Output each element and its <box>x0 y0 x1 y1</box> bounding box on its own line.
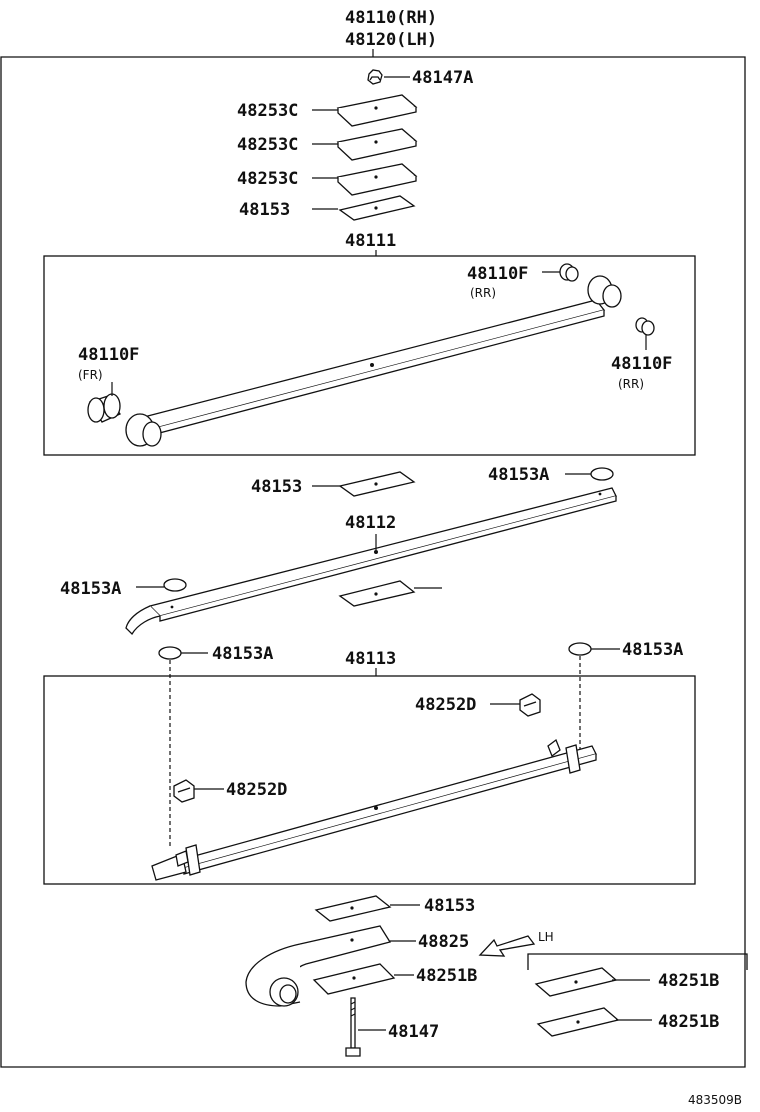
leaf-48112 <box>125 487 617 636</box>
label-48110-rh: 48110(RH) <box>345 8 437 28</box>
bolt-48147 <box>345 997 361 1057</box>
label-48253C-1: 48253C <box>237 101 298 121</box>
label-lh: LH <box>538 930 554 944</box>
label-48253C-2: 48253C <box>237 135 298 155</box>
label-48252D-left: 48252D <box>226 780 287 800</box>
label-48825: 48825 <box>418 932 469 952</box>
label-48110F-fr: 48110F <box>78 345 139 365</box>
pad-48153-1 <box>338 195 416 221</box>
label-48153A-1: 48153A <box>488 465 549 485</box>
label-48110F-rr-right: 48110F <box>611 354 672 374</box>
label-48113: 48113 <box>345 649 396 669</box>
pad-48253C-2 <box>336 128 418 161</box>
box-48113 <box>43 675 696 885</box>
pad-under-48112 <box>338 580 416 607</box>
bushing-48110F-rr-top <box>559 263 579 282</box>
button-48153A-3 <box>158 646 182 660</box>
pad-48153-2 <box>338 471 416 497</box>
outer-frame <box>0 56 746 1068</box>
label-48153-1: 48153 <box>239 200 290 220</box>
label-48147: 48147 <box>388 1022 439 1042</box>
label-48251B-lh-1: 48251B <box>658 971 719 991</box>
nut-48147A <box>367 69 383 85</box>
label-rr-top: (RR) <box>470 286 496 300</box>
pad-48153-3 <box>314 895 392 922</box>
label-48153A-3: 48153A <box>212 644 273 664</box>
label-48153-2: 48153 <box>251 477 302 497</box>
button-48153A-4 <box>568 642 592 656</box>
button-48153A-1 <box>590 467 614 481</box>
label-48253C-3: 48253C <box>237 169 298 189</box>
box-48111 <box>43 255 696 456</box>
label-48153A-4: 48153A <box>622 640 683 660</box>
button-48153A-2 <box>163 578 187 592</box>
label-48111: 48111 <box>345 231 396 251</box>
clip-48252D-left <box>173 779 195 803</box>
label-48252D-right: 48252D <box>415 695 476 715</box>
pad-48253C-3 <box>336 163 418 196</box>
figure-code: 483509B <box>688 1093 742 1107</box>
label-48153A-2: 48153A <box>60 579 121 599</box>
lh-arrow <box>478 935 536 957</box>
bushing-48110F-rr-right <box>635 317 655 336</box>
pad-48253C-1 <box>336 94 418 127</box>
label-48110F-rr-top: 48110F <box>467 264 528 284</box>
pad-48251B-lh-2 <box>536 1007 620 1037</box>
label-fr: (FR) <box>78 368 103 382</box>
leaf-48113 <box>151 738 597 881</box>
lh-bracket <box>527 953 748 970</box>
bushing-48110F-fr <box>87 393 121 423</box>
label-48112: 48112 <box>345 513 396 533</box>
label-48120-lh: 48120(LH) <box>345 30 437 50</box>
clip-48252D-right <box>519 693 541 717</box>
label-48153-3: 48153 <box>424 896 475 916</box>
label-48147A: 48147A <box>412 68 473 88</box>
main-leaf-48111 <box>125 275 622 447</box>
pad-48251B-main <box>312 963 396 995</box>
label-rr-right: (RR) <box>618 377 644 391</box>
helper-leaf-48825 <box>245 925 392 1007</box>
label-48251B-main: 48251B <box>416 966 477 986</box>
pad-48251B-lh-1 <box>534 967 618 997</box>
label-48251B-lh-2: 48251B <box>658 1012 719 1032</box>
